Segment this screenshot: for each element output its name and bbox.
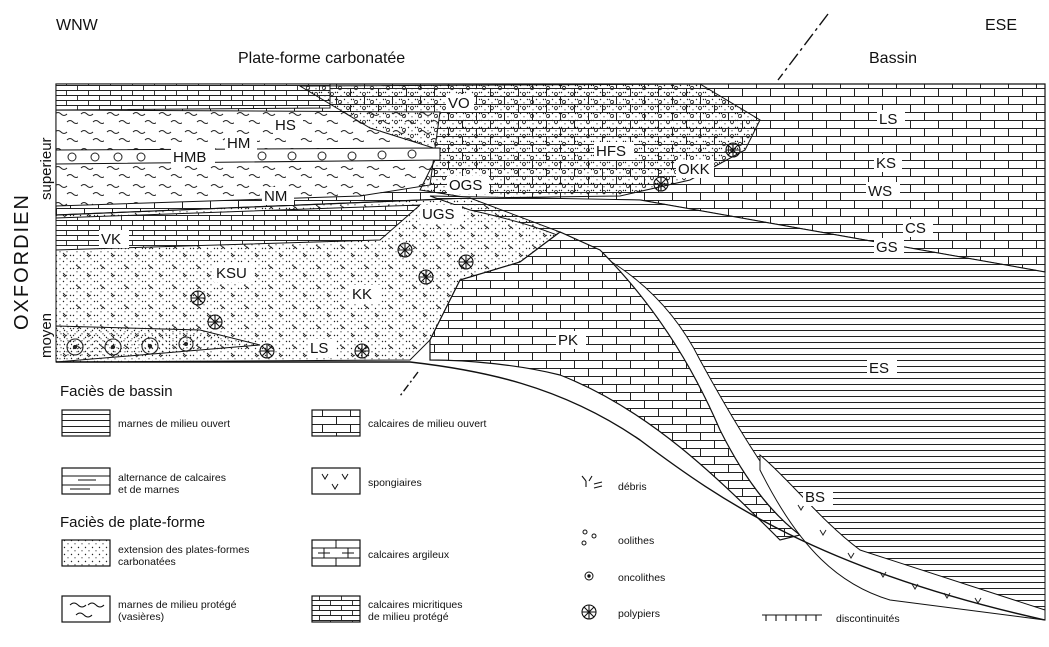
- unit-nm: NM: [264, 188, 287, 205]
- unit-hfs: HFS: [596, 143, 626, 160]
- legend-heading-platform: Faciès de plate-forme: [60, 514, 205, 531]
- unit-ls-lower: LS: [310, 340, 328, 357]
- unit-ls-upper: LS: [879, 111, 897, 128]
- unit-vo: VO: [448, 95, 470, 112]
- unit-gs: GS: [876, 239, 898, 256]
- legend-polypiers: polypiers: [618, 608, 660, 620]
- stage-upper: superieur: [38, 137, 55, 200]
- legend-alternance-2: et de marnes: [118, 484, 179, 496]
- legend-marnes-protege-2: (vasières): [118, 611, 164, 623]
- oncolithe-symbol: [585, 572, 593, 580]
- stage-name: OXFORDIEN: [11, 193, 33, 330]
- discontinuity-symbol: [762, 615, 822, 621]
- header-platform: Plate-forme carbonatée: [238, 50, 405, 67]
- legend-calcaires-argileux: calcaires argileux: [368, 549, 450, 561]
- swatch-marnes-ouvert: [62, 410, 110, 436]
- orientation-left: WNW: [56, 17, 99, 34]
- swatch-calcaires-ouvert: [312, 410, 360, 436]
- unit-vk: VK: [101, 231, 121, 248]
- unit-hs: HS: [275, 117, 296, 134]
- unit-ogs: OGS: [449, 177, 482, 194]
- unit-ws: WS: [868, 183, 892, 200]
- legend-oolithes: oolithes: [618, 535, 654, 547]
- unit-hmb: HMB: [173, 149, 206, 166]
- polypier-symbol: [582, 605, 596, 619]
- micritic-band-top: [56, 84, 330, 110]
- unit-ugs: UGS: [422, 206, 455, 223]
- fault-line-top: [778, 14, 828, 80]
- swatch-spongiaires: [312, 468, 360, 494]
- unit-ksu: KSU: [216, 265, 247, 282]
- stage-middle: moyen: [38, 313, 55, 358]
- swatch-extension: [62, 540, 110, 566]
- legend-marnes-ouvert: marnes de milieu ouvert: [118, 418, 230, 430]
- legend-marnes-protege-1: marnes de milieu protégé: [118, 599, 237, 611]
- legend-spongiaires: spongiaires: [368, 477, 422, 489]
- swatch-marnes-protege: [62, 596, 110, 622]
- oolithe-symbol: [582, 530, 596, 545]
- legend-oncolithes: oncolithes: [618, 572, 665, 584]
- unit-es: ES: [869, 360, 889, 377]
- unit-okk: OKK: [678, 161, 710, 178]
- legend-extension-1: extension des plates-formes: [118, 544, 249, 556]
- unit-bs: BS: [805, 489, 825, 506]
- legend-micritiques-2: de milieu protégé: [368, 611, 449, 623]
- unit-pk: PK: [558, 332, 578, 349]
- legend-micritiques-1: calcaires micritiques: [368, 599, 463, 611]
- swatch-alternance: [62, 468, 110, 494]
- orientation-right: ESE: [985, 17, 1017, 34]
- unit-cs: CS: [905, 220, 926, 237]
- legend-alternance-1: alternance de calcaires: [118, 472, 226, 484]
- legend-debris: débris: [618, 481, 647, 493]
- swatch-calcaires-argileux: [312, 540, 360, 566]
- unit-hm: HM: [227, 135, 250, 152]
- debris-symbol: [582, 476, 602, 488]
- swatch-micritiques: [312, 596, 360, 622]
- legend-extension-2: carbonatées: [118, 556, 176, 568]
- fault-line-bottom: [400, 372, 418, 396]
- legend-heading-basin: Faciès de bassin: [60, 383, 173, 400]
- unit-kk: KK: [352, 286, 372, 303]
- legend-discontinuites: discontinuités: [836, 613, 900, 625]
- header-basin: Bassin: [869, 50, 917, 67]
- unit-ks: KS: [876, 155, 896, 172]
- legend-calcaires-ouvert: calcaires de milieu ouvert: [368, 418, 487, 430]
